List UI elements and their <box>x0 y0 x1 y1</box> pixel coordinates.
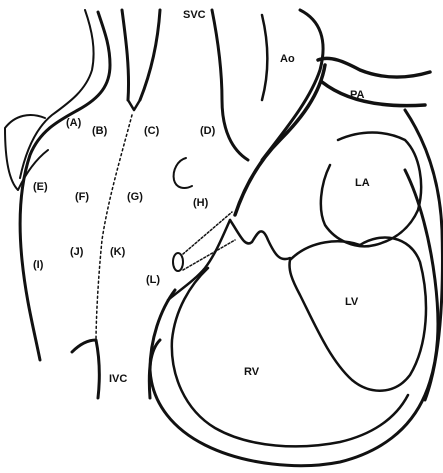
pulmonary-artery-right <box>322 82 425 106</box>
right-ventricle-wall <box>172 268 408 446</box>
label-k: (K) <box>110 246 126 258</box>
label-ao: Ao <box>280 53 295 65</box>
interventricular-septum <box>230 220 290 259</box>
label-d: (D) <box>200 125 216 137</box>
left-atrium-wall <box>321 133 421 247</box>
pulmonary-artery-left <box>318 58 430 77</box>
label-ivc: IVC <box>109 373 127 385</box>
aorta-left-wall <box>212 10 248 160</box>
label-a: (A) <box>66 117 82 129</box>
left-ventricle-wall <box>289 238 425 391</box>
label-pa: PA <box>350 89 365 101</box>
label-f: (F) <box>75 191 89 203</box>
label-lv: LV <box>345 296 359 308</box>
ivc-left-wall <box>72 340 99 398</box>
coronary-sinus-ostium <box>173 253 183 271</box>
ascending-aorta <box>262 10 323 160</box>
svc-right-wall <box>140 10 160 100</box>
label-svc: SVC <box>183 9 206 21</box>
label-h: (H) <box>193 197 209 209</box>
label-c: (C) <box>144 125 160 137</box>
label-g: (G) <box>127 191 143 203</box>
label-e: (E) <box>33 181 48 193</box>
zoom-line-lower <box>183 240 235 270</box>
label-l: (L) <box>146 274 160 286</box>
fossa-ovalis <box>174 158 192 188</box>
label-rv: RV <box>244 366 260 378</box>
aorta-right-wall <box>262 15 267 100</box>
svc-junction <box>128 100 140 110</box>
tricuspid-annulus <box>168 220 230 300</box>
label-b: (B) <box>92 125 108 137</box>
heart-outer-border <box>150 170 438 466</box>
svc-left-wall <box>122 10 129 100</box>
label-i: (I) <box>33 259 44 271</box>
label-j: (J) <box>70 246 84 258</box>
heart-left-border <box>405 110 442 400</box>
crista-terminalis <box>96 115 132 342</box>
label-la: LA <box>355 177 370 189</box>
